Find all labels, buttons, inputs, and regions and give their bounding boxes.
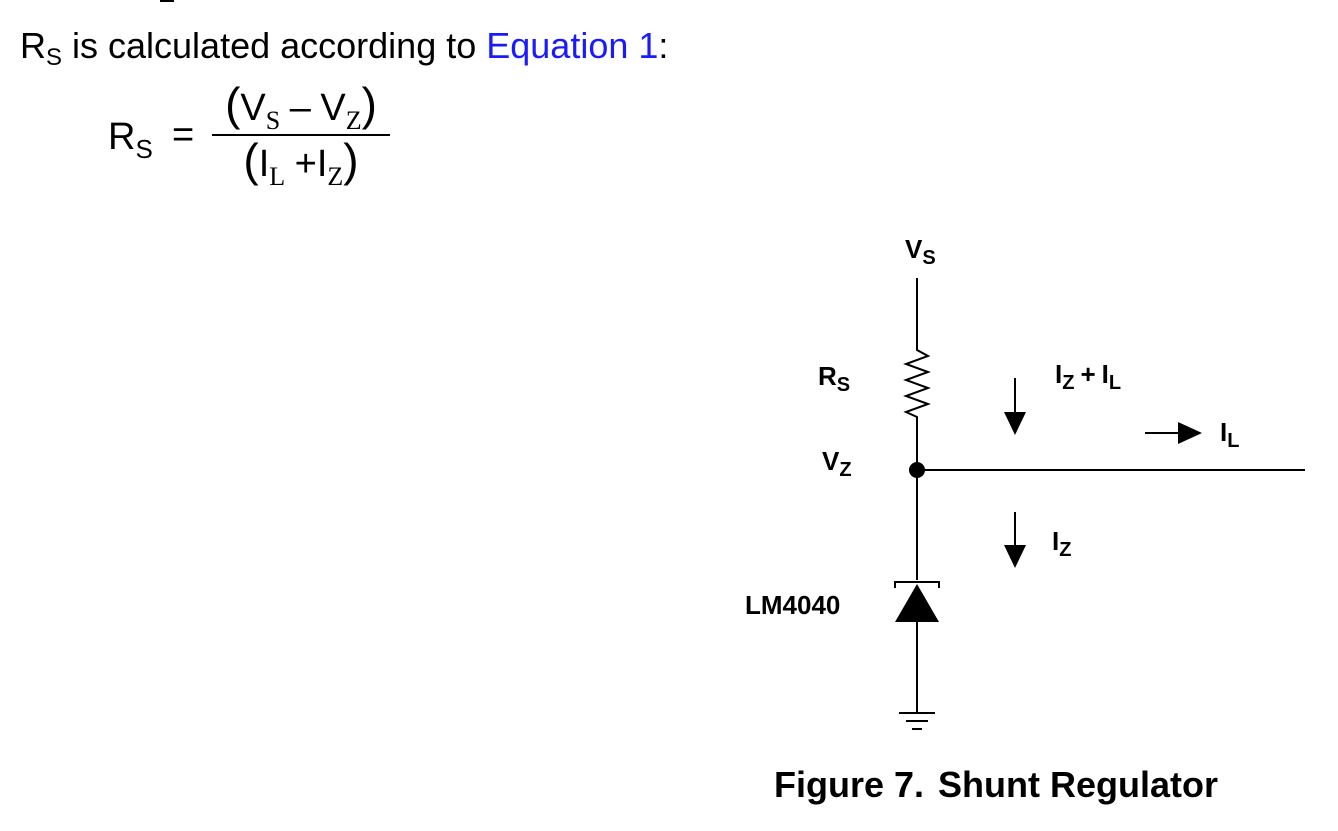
equation-link[interactable]: Equation 1 <box>486 25 659 66</box>
fraction-bar <box>212 134 390 136</box>
intro-r-sub: S <box>46 44 63 71</box>
rs-label: RS <box>818 361 850 396</box>
den-a: I <box>258 143 270 185</box>
figure-title: Shunt Regulator <box>938 764 1219 805</box>
equation-lhs-sub: S <box>135 134 153 164</box>
equation-1: RS = (VS – VZ) (IL +IZ) <box>108 80 408 200</box>
equation-numerator: (VS – VZ) <box>225 78 377 135</box>
page-top-remnant <box>160 0 174 2</box>
den-b: I <box>316 143 328 185</box>
intro-text-after: : <box>658 25 669 66</box>
resistor-rs-icon <box>903 345 931 420</box>
figure-number: Figure 7. <box>774 764 925 805</box>
equation-equals: = <box>172 114 195 156</box>
intro-text-before: is calculated according to <box>62 25 487 66</box>
vs-label: VS <box>905 234 936 269</box>
den-op: + <box>294 143 317 185</box>
figure-caption: Figure 7. Shunt Regulator <box>774 764 1218 806</box>
num-op: – <box>289 87 311 129</box>
num-a-sub: S <box>265 106 281 135</box>
num-b: V <box>320 87 346 129</box>
zener-diode-icon <box>895 584 939 622</box>
vz-label: VZ <box>822 446 852 481</box>
equation-lhs-letter: R <box>108 116 136 158</box>
arrow-right-icon <box>1178 422 1202 444</box>
total-current-label: IZ+IL <box>1055 359 1121 394</box>
den-b-sub: Z <box>327 162 344 191</box>
num-a: V <box>240 87 266 129</box>
device-label: LM4040 <box>745 590 840 620</box>
load-current-label: IL <box>1220 417 1239 452</box>
intro-sentence: RS is calculated according to Equation 1… <box>20 24 669 71</box>
equation-lhs: RS <box>108 116 153 162</box>
zener-current-label: IZ <box>1052 526 1071 561</box>
equation-denominator: (IL +IZ) <box>243 134 359 191</box>
arrow-down-icon <box>1004 545 1026 568</box>
zener-cathode-bar <box>894 581 940 588</box>
den-a-sub: L <box>269 162 286 191</box>
intro-r-letter: R <box>20 25 46 66</box>
equation-fraction: (VS – VZ) (IL +IZ) <box>212 78 390 191</box>
num-b-sub: Z <box>345 106 362 135</box>
arrow-down-icon <box>1004 412 1026 435</box>
